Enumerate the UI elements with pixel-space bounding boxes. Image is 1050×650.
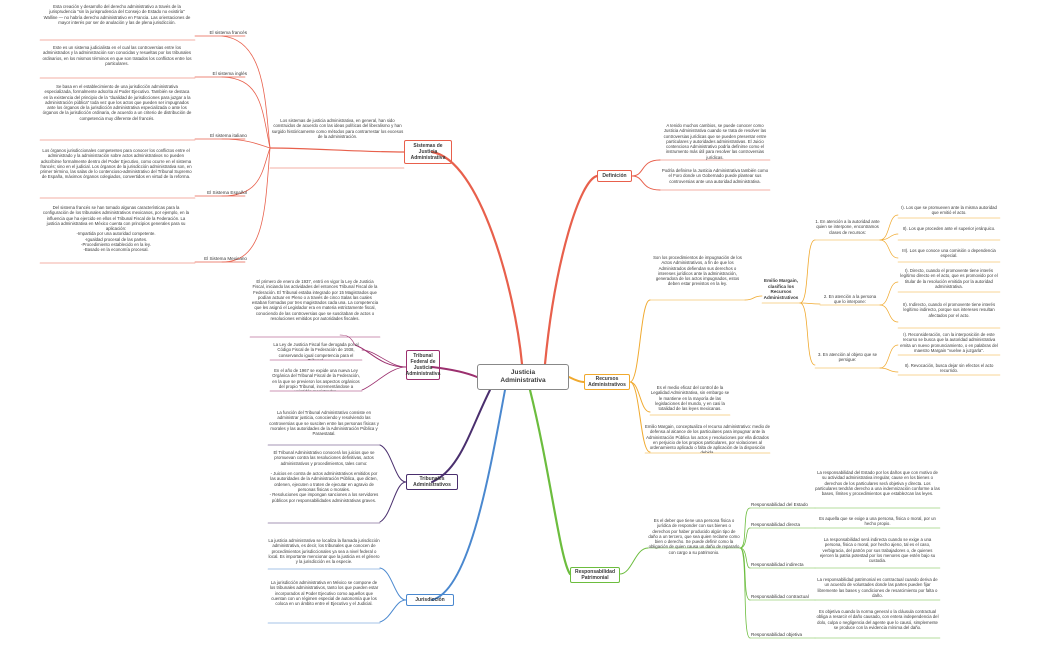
line-sistemas-3 (221, 138, 271, 149)
line-sistemas-53 (879, 281, 899, 306)
responsabilidad-objetiva-label: Responsabilidad objetiva (751, 632, 803, 637)
recursos-c1a: I). Los que se promueven ante la misma a… (901, 205, 997, 216)
definicion-text-2: Podría definirse la Justicia Administrat… (661, 168, 769, 184)
line-sistemas-33 (379, 599, 407, 623)
tribunales-text-1: La función del Tribunal Administrativo c… (269, 410, 379, 437)
line-sistemas-18 (631, 175, 661, 191)
sistemas-summary: Los sistemas de justicia administrativa,… (271, 118, 404, 139)
line-sistemas-42 (744, 295, 763, 301)
responsabilidad-contractual-text: La responsabilidad patrimonial es contra… (817, 577, 938, 598)
recursos-c1c: III). Los que conoce una comisión o depe… (902, 248, 996, 259)
line-sistemas-28 (379, 444, 407, 483)
responsabilidad-objetiva-text: Es objetiva cuando la norma general o la… (816, 609, 939, 630)
responsabilidad-estado-label: Responsabilidad del Estado (751, 502, 808, 507)
sistemas-italiano-text: Se basa en el establecimiento de una jur… (42, 84, 192, 121)
topic-responsabilidad[interactable]: Responsabilidad Patrimonial (570, 567, 620, 583)
recursos-c2a: I). Directo, cuando el promovente tiene … (900, 268, 998, 289)
recursos-c3b: II). Revocación, busca dejar sin efectos… (904, 363, 994, 374)
line-sistemas-38 (629, 381, 651, 453)
topic-tribunal-federal[interactable]: Tribunal Federal de Justicia Administrat… (406, 350, 440, 380)
line-sistemas-68 (739, 547, 751, 569)
line-sistemas-51 (879, 233, 899, 241)
sistemas-espanol-text: Los órganos jurisdiccionales competentes… (40, 148, 192, 180)
recursos-c1b: II). Los que proceden ante el superior j… (902, 226, 996, 231)
responsabilidad-intro: Es el deber que tiene una persona física… (648, 518, 740, 555)
sistemas-mexicano-text: Del sistema francés se han tomado alguna… (42, 205, 190, 253)
branch-sistemas (430, 150, 524, 366)
topic-tribunales[interactable]: Tribunales Administrativos (406, 474, 458, 490)
branch-responsabilidad (528, 388, 572, 576)
sistemas-espanol-label: El Sistema Español (207, 190, 247, 195)
branch-jurisdiccion (431, 389, 506, 601)
tribunal-federal-text-2: La Ley de Justicia Fiscal fue derogada p… (273, 342, 359, 360)
line-sistemas-46 (799, 302, 816, 366)
line-sistemas-56 (879, 367, 899, 373)
branch-tribunal-federal (431, 366, 478, 378)
responsabilidad-contractual-label: Responsabilidad contractual (751, 594, 809, 599)
line-sistemas-45 (799, 302, 821, 305)
sistemas-mexicano-label: El Sistema Mexicano (204, 256, 247, 261)
line-sistemas-4 (221, 147, 271, 197)
central-topic[interactable]: Justicia Administrativa (477, 364, 569, 390)
line-sistemas-2 (221, 76, 271, 149)
definicion-text-1: A tenido muchos cambios, se puede conoce… (663, 123, 767, 160)
topic-sistemas[interactable]: Sistemas de Justicia Administrativa (404, 140, 452, 164)
responsabilidad-directa-text: Es aquella que se exige a una persona, f… (819, 516, 936, 527)
recursos-intro: Son los procedimientos de impugnación de… (653, 255, 742, 287)
recursos-c2: 2. En atención a la persona que lo inter… (823, 294, 877, 305)
tribunales-text-2: El Tribunal Administrativo conocerá los … (269, 450, 379, 503)
sistemas-ingles-label: El sistema inglés (212, 71, 247, 76)
line-sistemas-22 (361, 349, 407, 368)
recursos-c2b: II). Indirecto, cuando el promovente tie… (902, 302, 996, 318)
jurisdiccion-text-2: La jurisdicción administrativa en México… (269, 580, 379, 607)
topic-jurisdiccion[interactable]: Jurisdicción (406, 594, 454, 606)
line-sistemas-23 (361, 366, 407, 391)
line-sistemas-66 (739, 507, 751, 549)
recursos-c1: 1. En atención a la autoridad ante quien… (815, 219, 880, 235)
line-sistemas-67 (739, 527, 751, 549)
line-sistemas-55 (879, 344, 899, 369)
recursos-c3: 3. En atención al objeto que se persigue… (817, 352, 877, 363)
line-sistemas-37 (629, 381, 651, 413)
sistemas-italiano-label: El sistema italiano (209, 133, 247, 138)
line-sistemas-36 (629, 299, 651, 383)
responsabilidad-estado-text: La responsabilidad del Estado por los da… (815, 470, 940, 497)
sistemas-ingles-text: Este es un sistema judicialista en el cu… (42, 45, 192, 66)
recursos-c3a: I). Reconsideración, con la interposició… (900, 332, 998, 353)
responsabilidad-indirecta-text: La responsabilidad será indirecta cuando… (819, 537, 936, 564)
line-sistemas-17 (631, 159, 661, 177)
recursos-margain: Emilio Margain, conceptualiza el recurso… (645, 424, 770, 453)
branch-definicion (543, 174, 599, 366)
tribunal-federal-text-3: En el año de 1967 se expide una nueva Le… (272, 368, 360, 391)
line-sistemas-5 (221, 147, 271, 263)
topic-recursos[interactable]: Recursos Administrativos (584, 374, 630, 390)
line-sistemas (221, 35, 271, 149)
branch-sistemas-sub (269, 147, 405, 153)
jurisdiccion-text-1: La justicia administrativa se localiza l… (268, 538, 380, 565)
line-sistemas-44 (799, 239, 816, 304)
line-sistemas-54 (879, 304, 899, 323)
tribunal-federal-text-1: El primero de enero de 1937, entró en vi… (251, 279, 379, 322)
line-sistemas-52 (879, 239, 899, 259)
line-sistemas-50 (879, 214, 899, 241)
topic-definicion[interactable]: Definición (597, 170, 632, 182)
line-sistemas-64 (619, 547, 649, 575)
line-sistemas-32 (379, 567, 407, 601)
branch-tribunales (431, 389, 491, 483)
recursos-control: Es el medio eficaz del control de la Leg… (650, 385, 730, 412)
sistemas-frances-text: Esta creación y desarrollo del derecho a… (43, 4, 191, 25)
line-sistemas-29 (379, 481, 407, 523)
line-sistemas-24 (339, 334, 356, 346)
responsabilidad-directa-label: Responsabilidad directa (751, 522, 801, 527)
line-sistemas-21 (354, 344, 407, 368)
line-sistemas-70 (739, 547, 751, 639)
recursos-clasificacion-title: Emilio Margain, clasifica los Recursos A… (763, 278, 799, 300)
branch-recursos (568, 376, 585, 383)
sistemas-frances-label: El sistema francés (209, 30, 247, 35)
responsabilidad-indirecta-label: Responsabilidad indirecta (751, 562, 804, 567)
